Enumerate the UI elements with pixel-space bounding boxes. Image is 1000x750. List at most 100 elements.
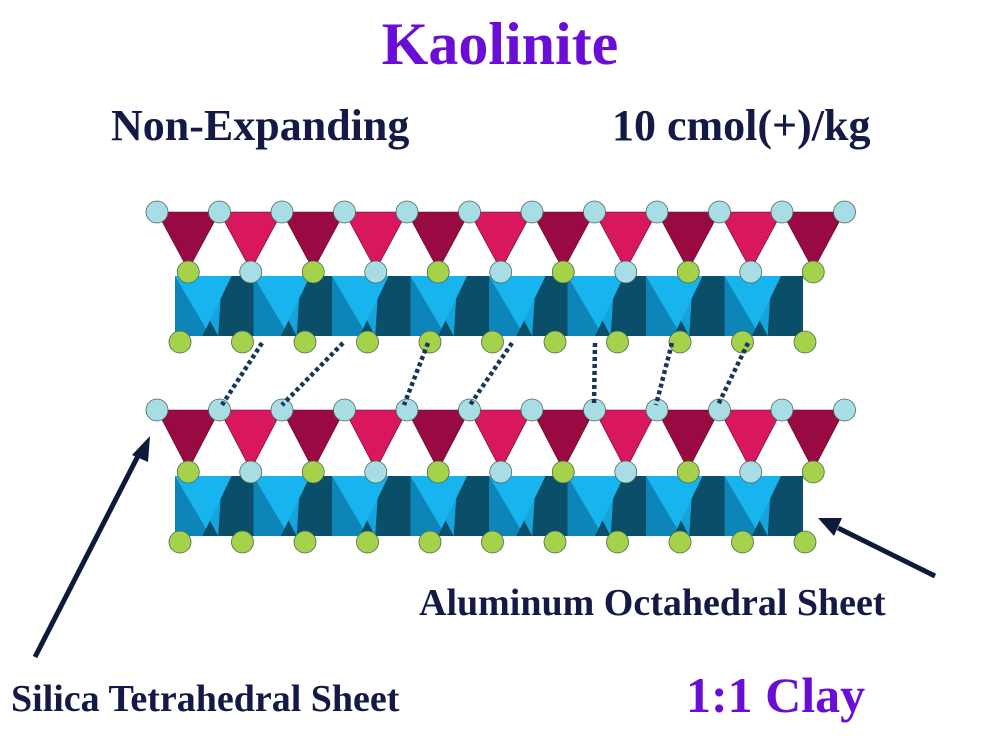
- hydroxyl-atom: [301, 460, 325, 484]
- oxygen-atom: [395, 200, 419, 224]
- hydrogen-bond: [401, 342, 431, 406]
- hydroxyl-atom: [801, 460, 825, 484]
- silica-tetrahedron: [781, 211, 846, 271]
- silica-tetrahedron: [469, 409, 533, 471]
- octahedron-face: [657, 276, 694, 336]
- hydrogen-bond: [468, 341, 514, 407]
- octahedron-face: [567, 476, 603, 536]
- silica-tetrahedron: [531, 409, 595, 471]
- hydroxyl-atom: [418, 530, 442, 554]
- octahedron-face: [265, 276, 301, 336]
- hydrogen-bond: [653, 342, 675, 406]
- silica-arrow-line: [32, 450, 143, 659]
- octahedron-face: [422, 476, 458, 536]
- silica-tetrahedron: [281, 211, 346, 271]
- oxygen-atom: [489, 260, 513, 284]
- octahedron-face: [410, 476, 446, 536]
- oxygen-atom: [364, 460, 388, 484]
- octahedron-face: [410, 276, 446, 336]
- hydroxyl-atom: [801, 260, 825, 284]
- oxygen-atom: [333, 398, 356, 422]
- oxygen-atom: [520, 200, 544, 224]
- silica-tetrahedral-sheet-label: Silica Tetrahedral Sheet: [11, 678, 400, 720]
- hydroxyl-atom: [176, 260, 200, 284]
- hydroxyl-atom: [606, 530, 629, 554]
- hydroxyl-atom: [543, 530, 567, 554]
- oxygen-atom: [145, 200, 169, 224]
- octahedron-face: [500, 276, 537, 336]
- oxygen-atom: [614, 460, 638, 484]
- octahedron-face: [500, 476, 537, 536]
- silica-tetrahedron: [656, 409, 720, 471]
- octahedron-face: [175, 276, 211, 336]
- silica-tetrahedron: [156, 409, 220, 471]
- oxygen-atom: [645, 398, 669, 422]
- silica-tetrahedron: [719, 409, 783, 471]
- oxygen-atom: [333, 200, 356, 224]
- octahedron-face: [724, 476, 760, 536]
- octahedron-face: [332, 276, 368, 336]
- cec-label: 10 cmol(+)/kg: [612, 101, 871, 150]
- aluminum-arrow-line: [836, 525, 937, 579]
- hydroxyl-atom: [231, 330, 254, 354]
- octahedron-face: [186, 276, 223, 336]
- octahedron-face: [579, 276, 615, 336]
- oxygen-atom: [770, 398, 794, 422]
- oxygen-atom: [520, 398, 544, 422]
- hydrogen-bonds: [220, 341, 751, 407]
- hydroxyl-atom: [551, 260, 575, 284]
- octahedron-face: [253, 276, 289, 336]
- oxygen-atom: [833, 200, 856, 224]
- octahedron-face: [186, 476, 223, 536]
- silica-tetrahedron: [594, 409, 658, 471]
- clay-type-label: 1:1 Clay: [686, 667, 866, 723]
- hydroxyl-atom: [793, 330, 817, 354]
- silica-tetrahedron: [656, 211, 721, 271]
- oxygen-atom: [708, 398, 731, 422]
- octahedron-face: [343, 276, 380, 336]
- octahedron-face: [736, 276, 772, 336]
- hydroxyl-atom: [676, 460, 700, 484]
- octahedron-face: [489, 476, 525, 536]
- hydroxyl-atom: [543, 330, 567, 354]
- hydroxyl-atom: [418, 330, 442, 354]
- silica-tetrahedron: [344, 409, 408, 471]
- silica-tetrahedron: [718, 211, 783, 271]
- hydroxyl-atom: [301, 260, 325, 284]
- hydroxyl-atom: [293, 530, 317, 554]
- oxygen-atom: [145, 398, 169, 422]
- octahedron-face: [265, 476, 301, 536]
- silica-tetrahedron: [156, 211, 221, 271]
- hydrogen-bond: [220, 341, 264, 407]
- oxygen-atom: [458, 398, 481, 422]
- silica-tetrahedron: [531, 211, 596, 271]
- octahedron-face: [175, 476, 211, 536]
- octahedron-face: [646, 476, 682, 536]
- octahedron-face: [332, 476, 368, 536]
- aluminum-octahedral-sheet-label: Aluminum Octahedral Sheet: [419, 582, 886, 624]
- oxygen-atom: [208, 200, 231, 224]
- octahedron-face: [253, 476, 289, 536]
- silica-tetrahedron: [281, 409, 345, 471]
- kaolinite-layer-bottom: [145, 398, 856, 554]
- hydroxyl-atom: [293, 330, 317, 354]
- hydroxyl-atom: [426, 460, 450, 484]
- oxygen-atom: [395, 398, 419, 422]
- hydroxyl-atom: [356, 330, 379, 354]
- oxygen-atom: [489, 460, 513, 484]
- oxygen-atom: [239, 460, 263, 484]
- hydroxyl-atom: [481, 530, 504, 554]
- octahedron-face: [579, 476, 615, 536]
- label-arrows: [32, 436, 937, 659]
- hydroxyl-atom: [676, 260, 700, 284]
- octahedron-face: [567, 276, 603, 336]
- octahedron-face: [736, 476, 772, 536]
- hydroxyl-atom: [606, 330, 629, 354]
- hydrogen-bond: [715, 342, 751, 406]
- kaolinite-layer-top: [145, 200, 856, 354]
- hydroxyl-atom: [551, 460, 575, 484]
- hydroxyl-atom: [168, 330, 192, 354]
- oxygen-atom: [770, 200, 794, 224]
- oxygen-atom: [270, 398, 294, 422]
